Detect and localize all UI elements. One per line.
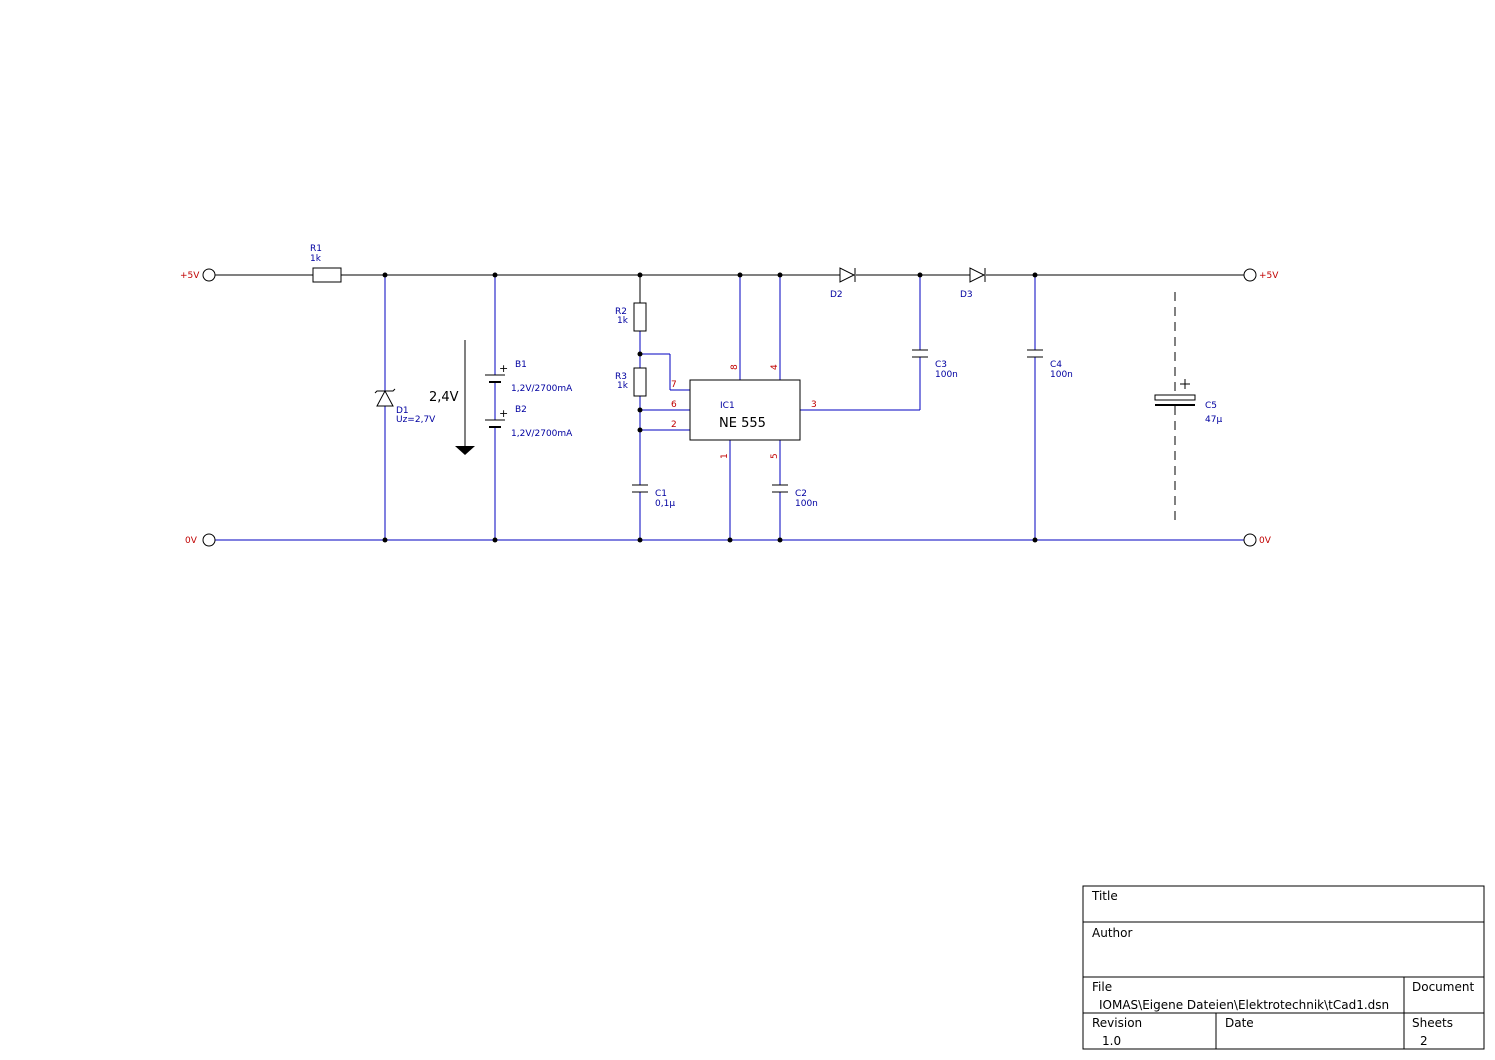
- author-label: Author: [1092, 926, 1132, 940]
- title-label: Title: [1091, 889, 1118, 903]
- ic1-pin-3: 3: [811, 400, 817, 410]
- c2-ref: C2: [795, 489, 807, 499]
- ic1-name: NE 555: [719, 416, 766, 431]
- ic1-pin-8: 8: [730, 364, 740, 370]
- terminal-out-pos: [1243, 268, 1257, 282]
- d3-ref: D3: [960, 290, 973, 300]
- sheets-label: Sheets: [1412, 1016, 1453, 1030]
- ic1-pin-2: 2: [671, 420, 677, 430]
- ic1-pin-5: 5: [770, 453, 780, 459]
- file-value: IOMAS\Eigene Dateien\Elektrotechnik\tCad…: [1099, 998, 1389, 1012]
- terminal-out-pos-label: +5V: [1259, 271, 1279, 281]
- terminal-in-gnd: [202, 533, 216, 547]
- top-rail: [215, 274, 1244, 303]
- title-block: [1082, 885, 1485, 1050]
- d2-ref: D2: [830, 290, 843, 300]
- revision-value: 1.0: [1102, 1034, 1121, 1048]
- b1-plus: +: [499, 362, 508, 375]
- file-label: File: [1092, 980, 1112, 994]
- ic1-pin-1: 1: [720, 453, 730, 459]
- c3-value: 100n: [935, 370, 958, 380]
- c4-value: 100n: [1050, 370, 1073, 380]
- b2-ref: B2: [515, 405, 527, 415]
- ic1-pin-4: 4: [770, 364, 780, 370]
- b1-ref: B1: [515, 360, 527, 370]
- revision-label: Revision: [1092, 1016, 1142, 1030]
- c5-value: 47µ: [1205, 415, 1222, 425]
- sheets-value: 2: [1420, 1034, 1428, 1048]
- terminal-in-pos: [202, 268, 216, 282]
- ic1-ref: IC1: [720, 401, 735, 411]
- r2-resistor: [633, 302, 647, 332]
- date-label: Date: [1225, 1016, 1254, 1030]
- d1-zener: [374, 388, 396, 407]
- d1-value: Uz=2,7V: [396, 415, 436, 425]
- r1-resistor: [312, 267, 342, 283]
- d1-ref: D1: [396, 406, 409, 416]
- ic1-body: [689, 379, 801, 441]
- b1-value: 1,2V/2700mA: [511, 384, 573, 394]
- r1-ref: R1: [310, 244, 322, 254]
- terminal-out-gnd: [1243, 533, 1257, 547]
- r3-resistor: [633, 367, 647, 397]
- c2-value: 100n: [795, 499, 818, 509]
- capacitors: [632, 349, 1043, 493]
- terminal-in-gnd-label: 0V: [185, 536, 198, 546]
- c3-ref: C3: [935, 360, 947, 370]
- r2-ref: R2: [615, 307, 627, 317]
- net-wires: [384, 275, 1036, 540]
- r2-value: 1k: [617, 316, 629, 326]
- c5-capacitor: [1154, 292, 1196, 525]
- d3-diode: [969, 267, 986, 283]
- terminal-in-pos-label: +5V: [180, 271, 200, 281]
- d2-diode: [839, 267, 856, 283]
- voltage-arrow-label: 2,4V: [429, 390, 459, 405]
- r3-value: 1k: [617, 381, 629, 391]
- document-label: Document: [1412, 980, 1474, 994]
- voltage-arrow: [455, 340, 475, 455]
- terminals: [202, 268, 1257, 547]
- ic1-pin-7: 7: [671, 380, 677, 390]
- junction-dots: [382, 272, 1038, 543]
- b2-plus: +: [499, 407, 508, 420]
- b1-battery: [485, 374, 505, 383]
- c1-ref: C1: [655, 489, 667, 499]
- c4-ref: C4: [1050, 360, 1062, 370]
- b2-battery: [485, 419, 505, 428]
- c5-ref: C5: [1205, 401, 1217, 411]
- b2-value: 1,2V/2700mA: [511, 429, 573, 439]
- c1-value: 0,1µ: [655, 499, 675, 509]
- terminal-out-gnd-label: 0V: [1259, 536, 1272, 546]
- r3-ref: R3: [615, 372, 627, 382]
- ic1-pin-6: 6: [671, 400, 677, 410]
- r1-value: 1k: [310, 254, 322, 264]
